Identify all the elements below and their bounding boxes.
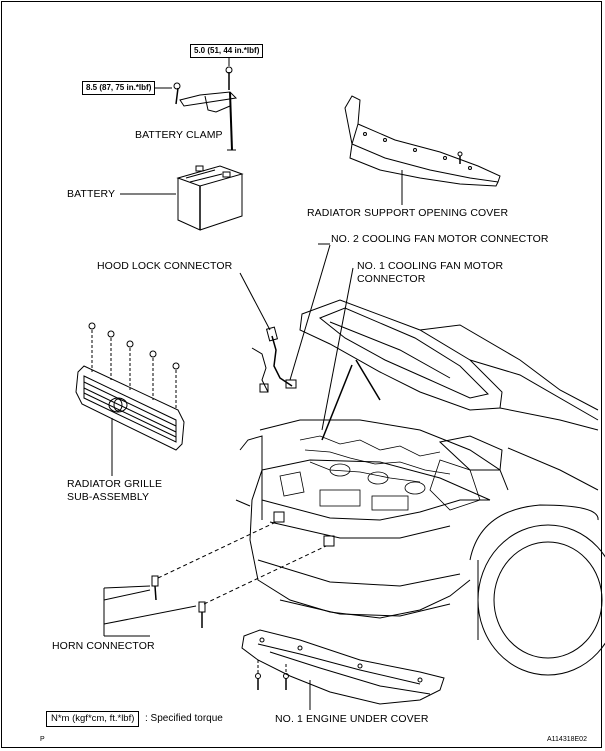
vehicle-drawing <box>235 299 605 676</box>
radiator-grille-drawing <box>75 322 185 476</box>
label-radiator-grille-line1: RADIATOR GRILLE <box>67 478 163 490</box>
legend-description: : Specified torque <box>145 713 223 724</box>
label-no1-cooling-fan-motor-connector-line1: NO. 1 COOLING FAN MOTOR <box>357 260 504 272</box>
engine-under-cover-drawing <box>241 629 445 710</box>
label-radiator-support-opening-cover: RADIATOR SUPPORT OPENING COVER <box>307 207 509 219</box>
label-battery: BATTERY <box>67 188 116 200</box>
label-no1-engine-under-cover: NO. 1 ENGINE UNDER COVER <box>275 713 429 725</box>
horn-connector-drawing <box>103 521 327 637</box>
label-radiator-grille-line2: SUB-ASSEMBLY <box>67 491 150 503</box>
label-no1-cooling-fan-motor-connector-line2: CONNECTOR <box>357 273 426 285</box>
connectors-drawing <box>239 243 354 431</box>
label-horn-connector: HORN CONNECTOR <box>52 640 155 652</box>
label-battery-clamp: BATTERY CLAMP <box>135 129 223 141</box>
figure-code: A114318E02 <box>547 736 587 743</box>
torque-spec-left: 8.5 (87, 75 in.*lbf) <box>82 81 156 95</box>
legend-unit-box: N*m (kgf*cm, ft.*lbf) <box>46 711 140 727</box>
torque-spec-upper: 5.0 (51, 44 in.*lbf) <box>190 44 264 58</box>
label-no2-cooling-fan-motor-connector: NO. 2 COOLING FAN MOTOR CONNECTOR <box>331 233 549 245</box>
label-hood-lock-connector: HOOD LOCK CONNECTOR <box>97 260 233 272</box>
page-marker: P <box>40 736 45 743</box>
radiator-support-opening-cover-drawing <box>344 95 501 205</box>
battery-drawing <box>120 165 244 231</box>
